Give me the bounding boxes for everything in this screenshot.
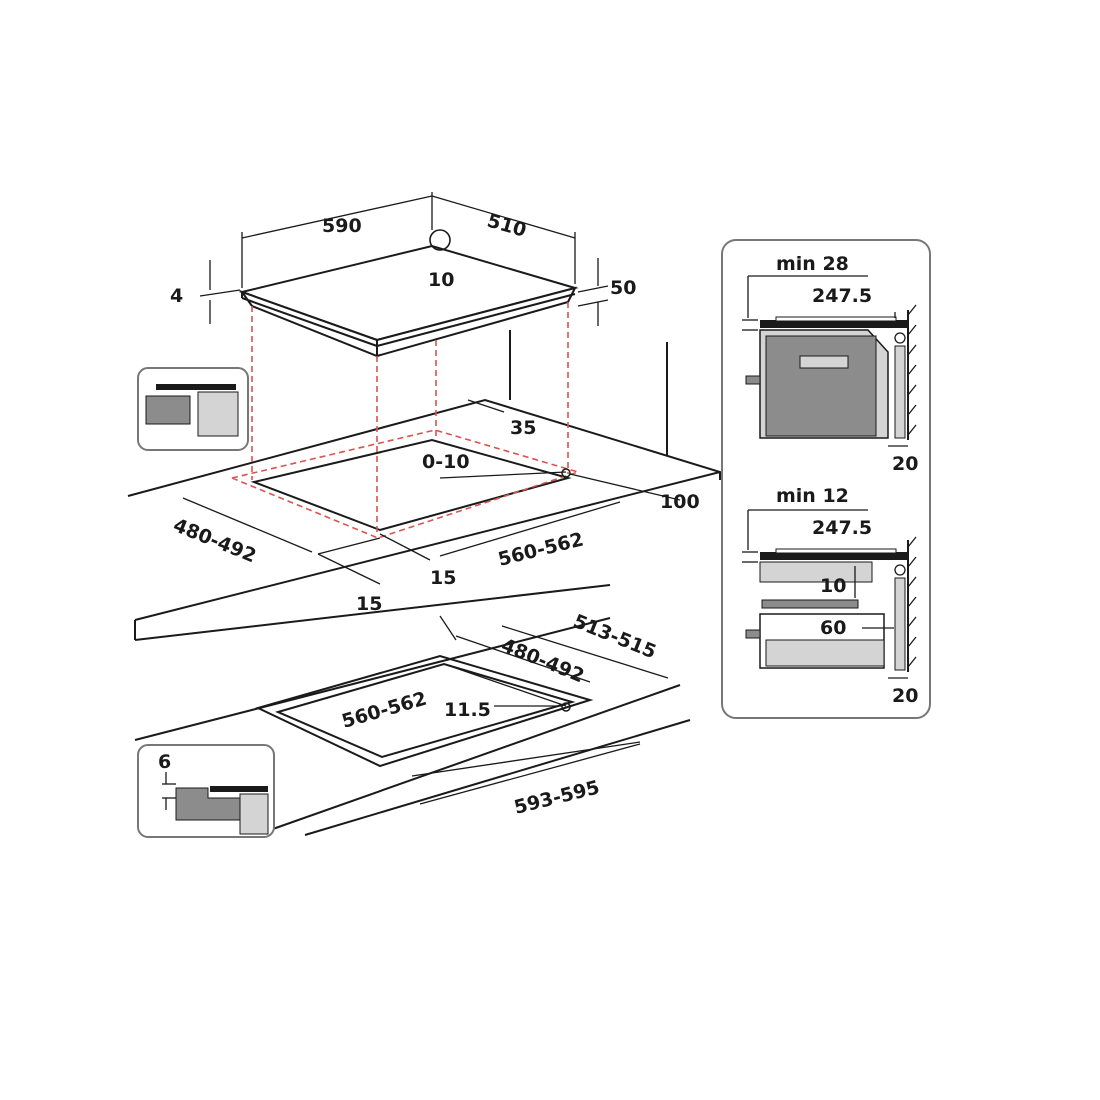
projection-guides [251,302,569,535]
label-shelf-gap: 10 [820,575,846,597]
inset-panel-top [137,367,249,451]
label-hob-corner-radius: 10 [428,269,454,291]
label-drawer-rear-distance: 247.5 [812,517,872,539]
hob-plate [238,244,579,358]
label-flush-corner-radius: 11.5 [444,699,491,721]
countertop-flush [134,617,691,836]
label-total-height: 50 [610,277,636,299]
install-drawer [742,509,917,679]
label-hob-width: 590 [322,215,362,237]
hob-dimension-lines [199,192,609,326]
label-side-gap-right: 15 [430,567,456,589]
install-panel [721,239,931,719]
label-oven-wall-gap: 20 [892,453,918,475]
install-oven [742,275,917,447]
label-outer-width: 593-595 [512,776,602,818]
label-oven-min-height: min 28 [776,253,849,275]
label-oven-rear-distance: 247.5 [812,285,872,307]
label-inner-width: 560-562 [339,688,429,733]
cutout-opening [229,429,581,539]
cutout-dimension-lines [182,399,681,585]
label-front-distance: 100 [660,491,700,513]
label-rear-gap: 35 [510,417,536,439]
label-side-gap-left: 15 [356,593,382,615]
label-cut-depth: 480-492 [170,514,259,567]
label-hob-depth: 510 [485,210,529,242]
inset-panel-flush [137,744,275,838]
label-rebate-depth: 6 [158,751,171,773]
label-drawer-min-height: min 12 [776,485,849,507]
label-glass-thickness: 4 [170,285,183,307]
countertop-top [127,330,724,641]
label-tolerance: 0-10 [422,451,470,473]
label-outer-depth: 513-515 [570,610,659,663]
label-drawer-wall-gap: 20 [892,685,918,707]
label-shelf-clearance: 60 [820,617,846,639]
label-inner-depth: 480-492 [498,634,587,687]
flush-dimension-lines [411,615,669,805]
